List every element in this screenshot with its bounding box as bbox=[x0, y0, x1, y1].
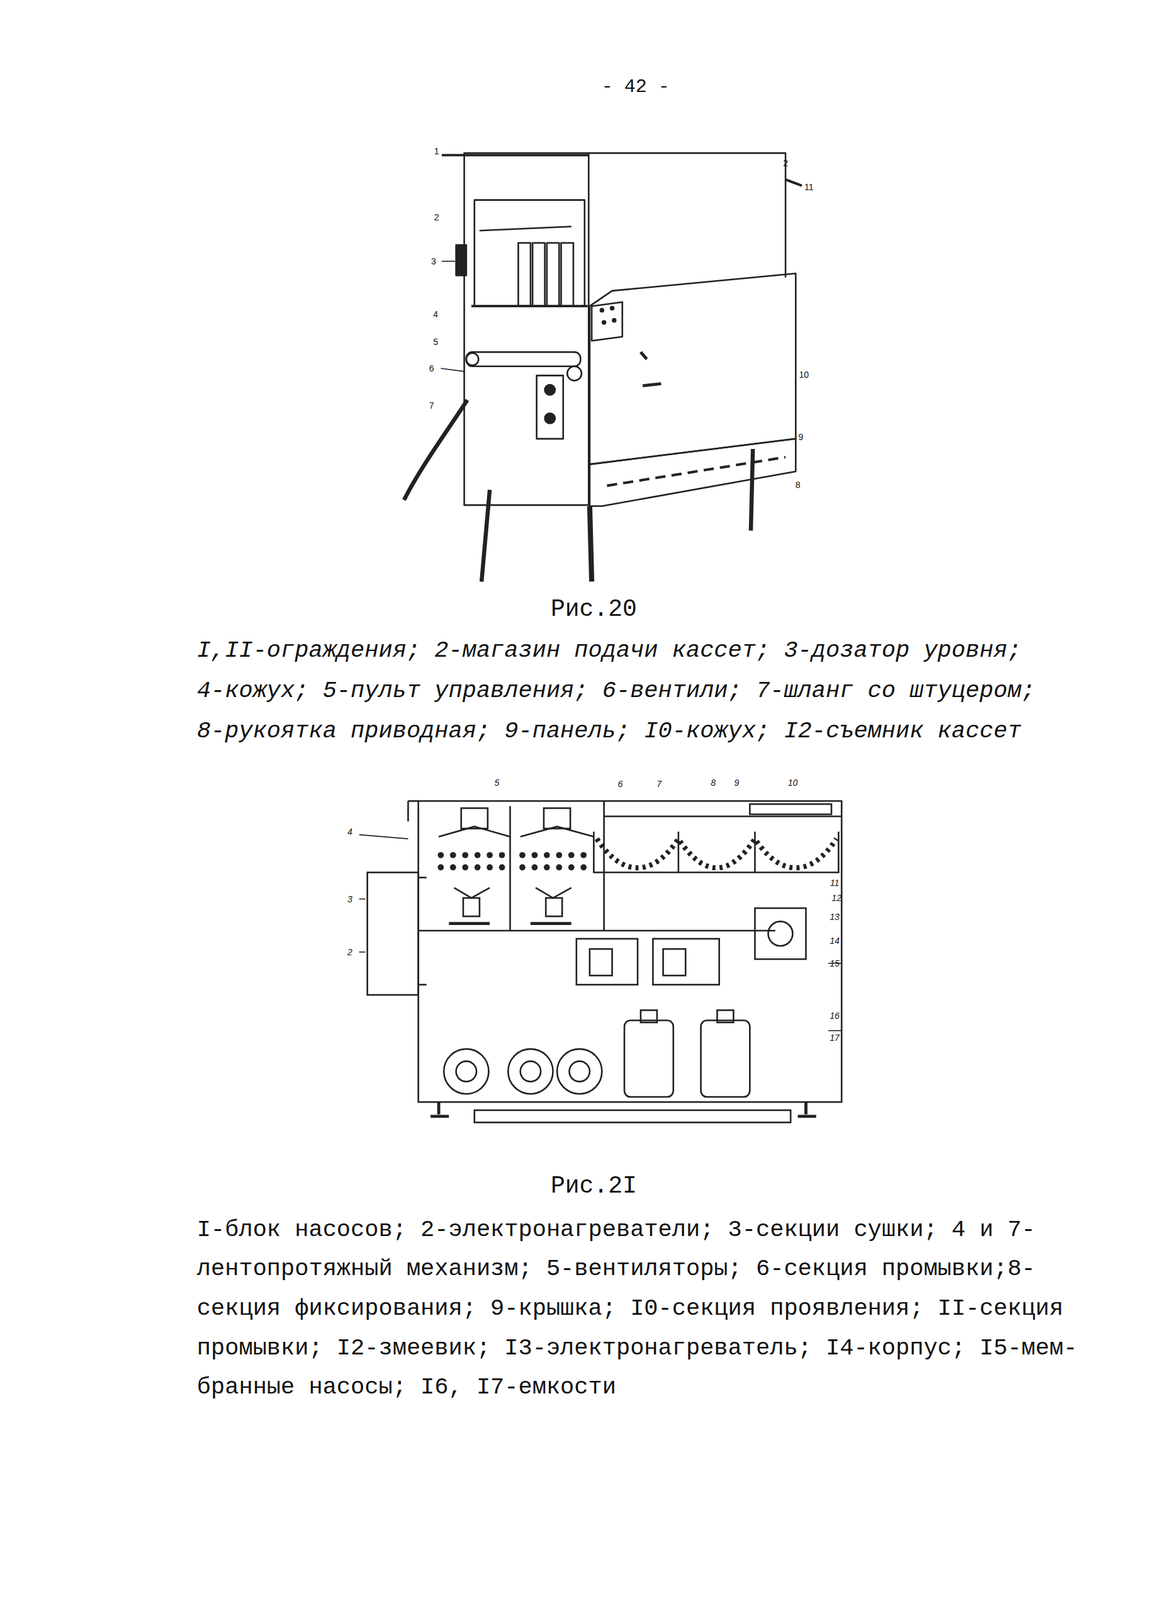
callout-number: 10 bbox=[788, 777, 799, 788]
caption-line: I-блок насосов; 2-электронагреватели; 3-… bbox=[197, 1216, 1036, 1244]
caption-line: секция фиксирования; 9-крышка; I0-секция… bbox=[197, 1294, 1064, 1322]
caption-line: 8-рукоятка приводная; 9-панель; I0-кожух… bbox=[197, 716, 1022, 744]
caption-line: I,II-ограждения; 2-магазин подачи кассет… bbox=[197, 636, 1022, 664]
caption-line: промывки; I2-змеевик; I3-электронагреват… bbox=[197, 1334, 1078, 1362]
caption-line: бранные насосы; I6, I7-емкости bbox=[197, 1373, 617, 1401]
callout-number: 5 bbox=[433, 336, 439, 347]
caption-line: 4-кожух; 5-пульт управления; 6-вентили; … bbox=[197, 677, 1036, 705]
figure-number: Рис.20 bbox=[550, 595, 637, 624]
callout-number: 8 bbox=[710, 777, 716, 788]
callout-number: 12 bbox=[831, 892, 842, 903]
callout-number: 8 bbox=[795, 479, 801, 490]
figure-number: Рис.2I bbox=[550, 1171, 637, 1200]
callout-number: 2 bbox=[347, 946, 353, 957]
callout-number: 4 bbox=[433, 309, 439, 320]
callout-number: 10 bbox=[798, 369, 809, 380]
caption-line: лентопротяжный механизм; 5-вентиляторы; … bbox=[197, 1255, 1036, 1283]
callout-number: 3 bbox=[431, 256, 437, 267]
processor-perspective-drawing bbox=[404, 152, 802, 582]
callout-number: 2 bbox=[782, 157, 789, 169]
processor-section-drawing bbox=[359, 800, 843, 1122]
page-number: - 42 - bbox=[601, 76, 670, 99]
callout-number: 13 bbox=[829, 911, 840, 922]
callout-number: 11 bbox=[830, 877, 840, 888]
callout-number: 1 bbox=[434, 146, 440, 157]
callout-number: 3 bbox=[347, 893, 353, 904]
callout-number: 7 bbox=[429, 399, 435, 410]
callout-number: 2 bbox=[434, 212, 440, 223]
callout-number: 11 bbox=[804, 181, 814, 192]
callout-number: 5 bbox=[494, 777, 500, 788]
callout-number: 16 bbox=[829, 1010, 840, 1021]
callout-number: 9 bbox=[798, 431, 804, 442]
callout-number: 14 bbox=[829, 935, 840, 946]
callout-number: 4 bbox=[347, 826, 353, 837]
callout-number: 7 bbox=[656, 778, 662, 789]
callout-number: 17 bbox=[829, 1032, 840, 1043]
callout-number: 15 bbox=[829, 957, 840, 969]
callout-number: 9 bbox=[733, 777, 739, 788]
callout-number: 6 bbox=[429, 363, 435, 374]
callout-number: 6 bbox=[618, 778, 624, 789]
